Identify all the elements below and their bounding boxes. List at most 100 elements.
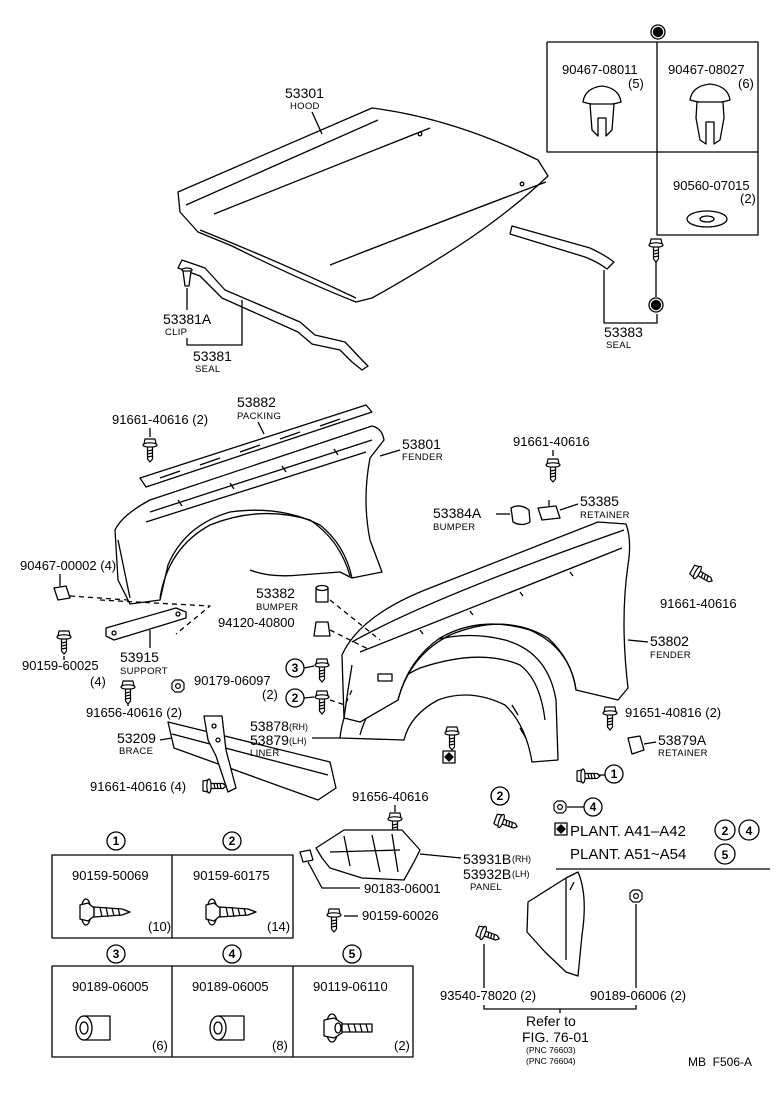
liner-lh-side: (LH) xyxy=(289,736,307,746)
panel-ribs xyxy=(329,833,401,873)
clip-stem xyxy=(589,103,615,137)
bolt-icon xyxy=(444,726,460,751)
u-nut-icon xyxy=(209,1015,245,1041)
marker-number: 1 xyxy=(113,834,120,848)
front-seal-name: SEAL xyxy=(195,364,221,375)
fender-retainer-part: 53385 xyxy=(580,493,619,509)
callout-marker-3: 3 xyxy=(285,658,305,678)
marker-dot xyxy=(650,299,662,311)
side-bolt-label: 91661-40616 xyxy=(660,596,737,611)
hood-front-edge xyxy=(199,229,357,299)
reference-figure: FIG. 76-01 xyxy=(522,1029,589,1045)
left-fender-flange xyxy=(145,451,367,523)
packing-hatching xyxy=(159,418,341,479)
washer-icon xyxy=(686,210,728,228)
marker-circle xyxy=(738,819,760,841)
support-hole xyxy=(175,611,181,617)
liner-bolt-label: 91651-40816 (2) xyxy=(625,705,721,720)
plant-note: PLANT. A51~A54 xyxy=(570,846,686,863)
washer-bolt-icon xyxy=(323,1013,373,1043)
screw-icon xyxy=(474,923,503,947)
right-fender-part: 53802 xyxy=(650,633,689,649)
right-fender-rear-edge xyxy=(343,664,353,719)
nut-icon xyxy=(553,800,567,814)
leader-line xyxy=(257,421,265,435)
marker-number: 2 xyxy=(497,789,504,803)
liner-retainer-part: 53879A xyxy=(658,732,707,748)
side-seal-name: SEAL xyxy=(606,340,632,351)
brace-part: 53209 xyxy=(117,730,156,746)
left-fender-inner-edge xyxy=(249,569,353,579)
leader-line xyxy=(379,449,401,457)
fender-bumper-part: 53384A xyxy=(433,505,482,521)
washer-screw-icon xyxy=(79,898,131,926)
leader-line xyxy=(643,741,657,745)
marker-circle xyxy=(222,831,242,851)
support-hole xyxy=(111,630,117,636)
bolt-icon xyxy=(688,562,717,588)
inset-clip-b-part: 90467-08027 xyxy=(668,62,745,77)
leader-line xyxy=(159,737,173,741)
inset-clip-b-qty: (6) xyxy=(738,76,754,91)
marker-circle xyxy=(342,944,362,964)
callout-marker-2: 2 xyxy=(714,819,736,841)
right-fender-name: FENDER xyxy=(650,650,691,661)
fastener-qty: (2) xyxy=(394,1038,410,1053)
panel-name: PANEL xyxy=(470,882,502,893)
front-seal-part: 53381 xyxy=(193,348,232,364)
fender-nut-part: 90179-06097 xyxy=(194,673,271,688)
left-fender-panel xyxy=(114,425,385,605)
fastener-part: 90159-50069 xyxy=(72,868,149,883)
fastener-qty: (8) xyxy=(272,1038,288,1053)
packing-name: PACKING xyxy=(237,411,281,422)
brace-hole xyxy=(215,737,221,743)
lower-bolt-label: 91656-40616 (2) xyxy=(86,705,182,720)
left-fender-arch-lip xyxy=(159,512,351,599)
marker-number: 3 xyxy=(113,947,120,961)
fender-panel-shield xyxy=(315,829,421,881)
reference-pnc: (PNC 76603) xyxy=(526,1045,576,1055)
brace-arm xyxy=(203,715,237,793)
fastener-part: 90189-06005 xyxy=(72,979,149,994)
liner-tabs xyxy=(511,704,527,739)
panel-screw-label: 90159-60026 xyxy=(362,908,439,923)
bolt-icon xyxy=(120,680,136,705)
callout-marker-4: 4 xyxy=(222,944,242,964)
marker-number: 3 xyxy=(292,661,299,675)
fender-bumper-icon xyxy=(510,505,531,526)
marker-number: 1 xyxy=(611,767,618,781)
fender-support-bar xyxy=(105,607,187,641)
brace-rail-edge xyxy=(171,733,329,776)
marker-circle xyxy=(490,786,510,806)
inset-box xyxy=(546,41,759,236)
bolt-icon xyxy=(545,458,561,483)
side-seal-part: 53383 xyxy=(604,324,643,340)
bolt-icon xyxy=(576,768,601,784)
marker-number: 5 xyxy=(722,848,729,862)
inset-washer-qty: (2) xyxy=(740,191,756,206)
callout-marker-1: 1 xyxy=(604,764,624,784)
nut-icon xyxy=(171,679,185,693)
hood-bumper-part: 53382 xyxy=(256,585,295,601)
hood-bumper-name: BUMPER xyxy=(256,602,298,613)
fastener-qty: (6) xyxy=(152,1038,168,1053)
support-part: 53915 xyxy=(120,649,159,665)
marker-number: 4 xyxy=(590,800,597,814)
leader-line xyxy=(483,904,637,988)
mud-guard-screw-label: 93540-78020 (2) xyxy=(440,988,536,1003)
panel-lh-side: (LH) xyxy=(512,869,530,879)
panel-rh-part: 53931B xyxy=(463,851,511,867)
clip-head xyxy=(582,85,622,106)
callout-marker-1: 1 xyxy=(106,831,126,851)
brace-hole xyxy=(211,723,217,729)
right-fender-crease xyxy=(359,547,623,653)
leader-line xyxy=(307,861,360,889)
leader-line xyxy=(303,665,315,669)
callout-marker-3: 3 xyxy=(106,944,126,964)
fastener-qty: (10) xyxy=(148,919,171,934)
fastener-box-row-1 xyxy=(51,854,294,939)
marker-number: 5 xyxy=(349,947,356,961)
plant-square-marker-icon xyxy=(554,822,568,836)
leader-line xyxy=(559,503,579,511)
